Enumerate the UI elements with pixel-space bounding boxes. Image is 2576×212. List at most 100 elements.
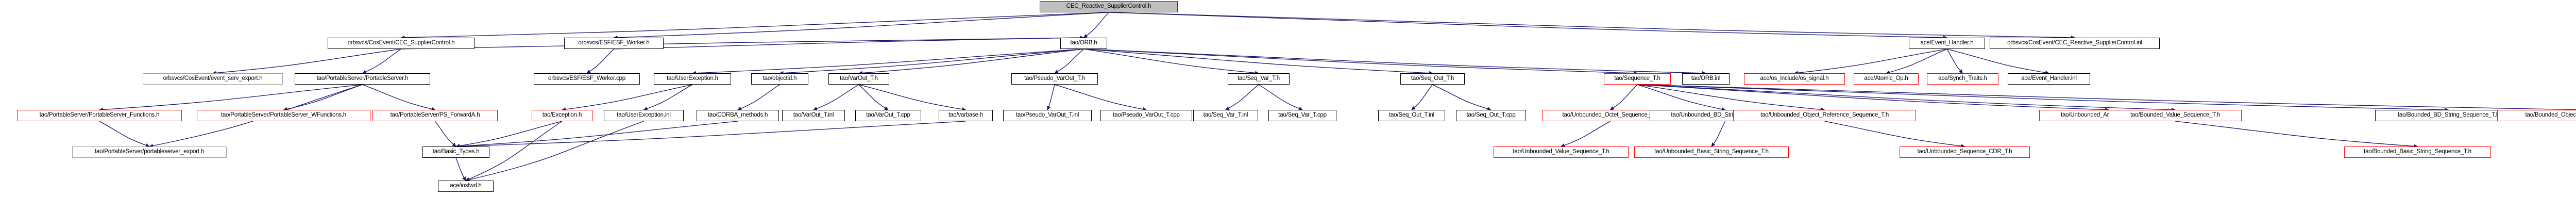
- graph-edge: [455, 121, 563, 148]
- graph-edge: [586, 48, 614, 74]
- graph-node[interactable]: orbsvcs/ESF/ESF_Worker.cpp: [534, 73, 640, 85]
- graph-edge: [1047, 84, 1055, 110]
- graph-edge: [434, 121, 456, 147]
- graph-edge: [400, 12, 1109, 40]
- graph-edge: [1083, 12, 1109, 38]
- graph-edge: [1108, 12, 2075, 40]
- graph-node[interactable]: tao/PortableServer/portableserver_export…: [72, 146, 227, 158]
- graph-edge: [692, 48, 1084, 75]
- graph-node[interactable]: orbsvcs/CosEvent/event_serv_export.h: [143, 73, 283, 85]
- graph-node[interactable]: ace/os_include/os_signal.h: [1744, 73, 1845, 85]
- graph-node[interactable]: ace/Atomic_Op.h: [1854, 73, 1919, 85]
- graph-edge: [1258, 84, 1303, 110]
- graph-node[interactable]: tao/Bounded_Object_Reference_Sequence_T.…: [2497, 110, 2576, 121]
- graph-edge: [1637, 84, 2176, 112]
- graph-edge: [1886, 48, 1947, 74]
- graph-edge: [1054, 84, 1147, 111]
- graph-node[interactable]: ace/iosfwd.h: [438, 181, 494, 192]
- graph-node[interactable]: tao/objectid.h: [751, 73, 808, 85]
- graph-node[interactable]: tao/PortableServer/PortableServer_Functi…: [17, 110, 182, 121]
- graph-node[interactable]: ace/Event_Handler.h: [1909, 38, 1985, 49]
- graph-node[interactable]: ace/Event_Handler.inl: [2008, 73, 2090, 85]
- graph-edge: [1083, 48, 1259, 75]
- graph-edge: [1083, 48, 1706, 75]
- graph-edge: [1432, 84, 1492, 111]
- graph-edge: [613, 12, 1109, 40]
- graph-edge: [455, 157, 466, 181]
- graph-edge: [858, 48, 1084, 75]
- graph-edge: [858, 84, 889, 110]
- graph-node[interactable]: tao/Bounded_Value_Sequence_T.h: [2109, 110, 2242, 121]
- graph-edge: [614, 36, 1084, 50]
- graph-edge: [1225, 84, 1259, 110]
- graph-node[interactable]: tao/ORB.inl: [1682, 73, 1730, 85]
- graph-edge: [1711, 121, 1726, 147]
- graph-node[interactable]: tao/Seq_Out_T.cpp: [1456, 110, 1526, 121]
- graph-node[interactable]: tao/varbase.h: [939, 110, 993, 121]
- graph-node[interactable]: tao/Unbounded_Sequence_CDR_T.h: [1900, 146, 2030, 158]
- graph-edge: [401, 36, 1084, 50]
- graph-edge: [1637, 84, 2449, 112]
- graph-node[interactable]: tao/Unbounded_Basic_String_Sequence_T.h: [1634, 146, 1789, 158]
- graph-node[interactable]: tao/Seq_Out_T.h: [1400, 73, 1465, 85]
- graph-node[interactable]: tao/Pseudo_VarOut_T.h: [1011, 73, 1098, 85]
- graph-node[interactable]: tao/ORB.h: [1060, 38, 1107, 49]
- graph-node[interactable]: tao/Unbounded_Value_Sequence_T.h: [1494, 146, 1629, 158]
- graph-node[interactable]: tao/Sequence_T.h: [1604, 73, 1671, 85]
- graph-node[interactable]: tao/Unbounded_Object_Reference_Sequence_…: [1733, 110, 1916, 121]
- graph-node[interactable]: tao/Seq_Var_T.cpp: [1268, 110, 1336, 121]
- graph-edge: [737, 84, 780, 110]
- graph-edge: [1824, 121, 1965, 148]
- graph-node[interactable]: tao/VarOut_T.inl: [782, 110, 845, 121]
- graph-edge: [1083, 48, 1638, 75]
- graph-edge: [212, 48, 401, 75]
- graph-edge: [562, 84, 693, 111]
- graph-edge: [1561, 121, 1611, 148]
- graph-edge: [1054, 48, 1084, 74]
- graph-node[interactable]: tao/PortableServer/PortableServer_WFunct…: [197, 110, 370, 121]
- graph-node[interactable]: tao/Unbounded_Octet_Sequence_T.h: [1542, 110, 1679, 121]
- graph-edge: [1637, 84, 2109, 112]
- graph-edge: [1083, 48, 1433, 75]
- graph-edge: [465, 121, 644, 182]
- graph-edge: [99, 121, 150, 148]
- graph-node[interactable]: tao/VarOut_T.cpp: [855, 110, 921, 121]
- graph-node[interactable]: tao/Exception.h: [532, 110, 592, 121]
- graph-node[interactable]: tao/UserException.h: [654, 73, 731, 85]
- graph-edge: [99, 84, 363, 112]
- graph-node[interactable]: tao/Pseudo_VarOut_T.inl: [1003, 110, 1092, 121]
- graph-edge: [1609, 84, 1638, 110]
- graph-edge: [858, 84, 967, 111]
- graph-edge: [1946, 48, 1963, 74]
- graph-node[interactable]: tao/UserException.inl: [604, 110, 684, 121]
- graph-node[interactable]: tao/Seq_Out_T.inl: [1378, 110, 1445, 121]
- graph-edge: [1637, 84, 1825, 112]
- graph-node[interactable]: tao/Seq_Var_T.inl: [1193, 110, 1258, 121]
- graph-node[interactable]: tao/PortableServer/PortableServer.h: [295, 73, 430, 85]
- graph-node[interactable]: orbsvcs/CosEvent/CEC_SupplierControl.h: [328, 38, 474, 49]
- graph-node[interactable]: tao/Seq_Var_T.h: [1228, 73, 1290, 85]
- graph-node[interactable]: tao/CORBA_methods.h: [697, 110, 779, 121]
- graph-edge: [1637, 84, 1726, 111]
- graph-edge: [455, 121, 738, 149]
- graph-edge: [283, 84, 363, 111]
- graph-node[interactable]: tao/VarOut_T.h: [828, 73, 889, 85]
- graph-edge: [1794, 48, 1947, 75]
- root-node[interactable]: CEC_Reactive_SupplierControl.h: [1040, 1, 1178, 12]
- graph-edge: [1108, 12, 1947, 40]
- graph-edge: [455, 121, 966, 149]
- graph-node[interactable]: orbsvcs/ESF/ESF_Worker.h: [564, 38, 664, 49]
- graph-node[interactable]: ace/Synch_Traits.h: [1927, 73, 1998, 85]
- graph-edge: [779, 48, 1084, 75]
- graph-edge: [1411, 84, 1433, 110]
- graph-node[interactable]: tao/PortableServer/PS_ForwardA.h: [372, 110, 498, 121]
- graph-node[interactable]: tao/Basic_Types.h: [422, 146, 489, 158]
- graph-node[interactable]: orbsvcs/CosEvent/CEC_Reactive_SupplierCo…: [1990, 38, 2160, 49]
- graph-node[interactable]: tao/Bounded_Basic_String_Sequence_T.h: [2344, 146, 2491, 158]
- graph-node[interactable]: tao/Pseudo_VarOut_T.cpp: [1100, 110, 1192, 121]
- graph-edge: [643, 84, 693, 111]
- graph-edge: [362, 84, 436, 111]
- graph-edge: [2175, 121, 2418, 149]
- graph-edge: [362, 48, 401, 74]
